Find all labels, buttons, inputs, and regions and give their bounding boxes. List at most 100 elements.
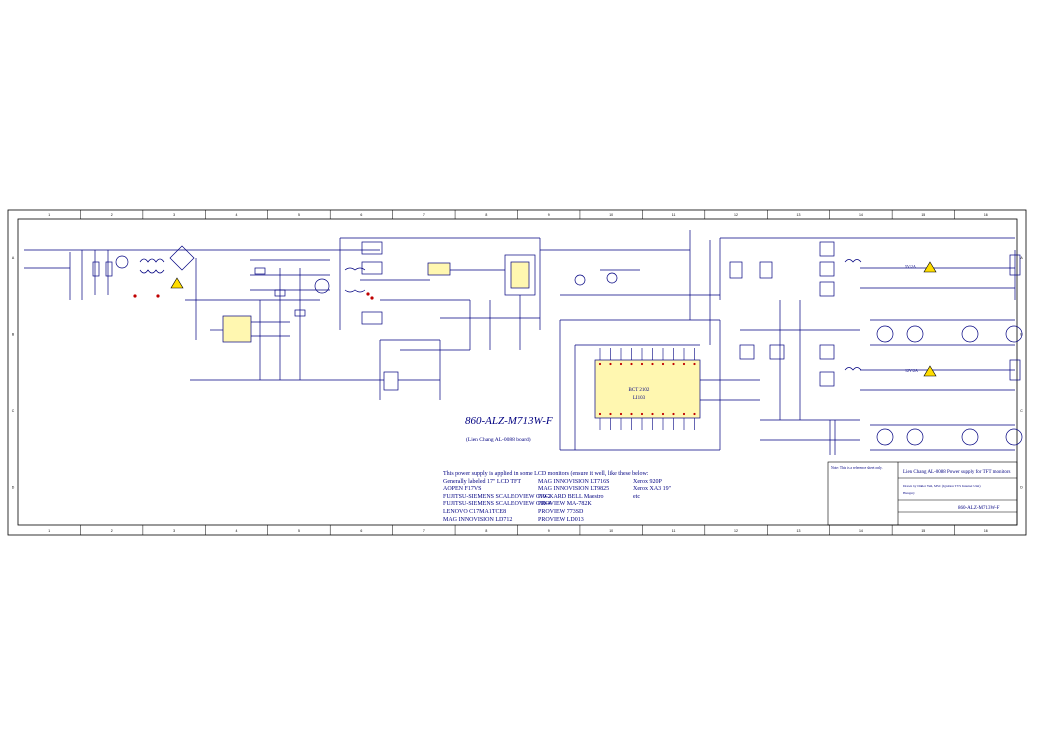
border-column-label: 9 [548,529,550,533]
output-label-2: 12V/2A [905,368,918,373]
border-column-label: 12 [734,529,738,533]
border-column-label: 13 [797,529,801,533]
notes-item: PROVIEW LD013 [538,516,584,523]
ic-label: BCT 2102 [629,388,650,393]
title-block-title: Lien Chang AL-0088 Power supply for TFT … [903,470,1011,475]
notes-heading: This power supply is applied in some LCD… [443,471,649,477]
border-column-label: 6 [360,529,362,533]
warning-icon [923,261,937,273]
border-column-label: 10 [609,529,613,533]
border-row-label: D [1020,485,1023,489]
title-block-author: Drawn by Dikler Yuli, MSC (Ignition TVS … [903,484,981,489]
ic-pin-marker [609,362,612,366]
border-column-label: 15 [921,529,925,533]
ground-symbols [133,292,374,300]
border-column-label: 4 [236,529,238,533]
border-column-label: 11 [672,529,676,533]
border-column-label: 8 [485,529,487,533]
border-column-label: 2 [111,213,113,217]
warning-icons [170,261,937,377]
notes-item: etc [633,493,640,500]
border-column-label: 11 [672,213,676,217]
border-row-label: C [1020,409,1023,413]
border-column-label: 14 [859,213,863,217]
title-block-country: Hungary [903,491,915,495]
ic-pin-marker [651,362,654,366]
ic-pin-marker [682,362,686,366]
board-name: (Lien Chang AL-0088 board) [466,436,531,443]
border-column-label: 3 [173,213,175,217]
warning-icon [170,277,184,289]
ic-sublabel: LI103 [633,396,646,401]
border-column-label: 13 [797,213,801,217]
notes-item: Xerox XA3 19" [633,486,672,493]
border-column-label: 9 [548,213,550,217]
ic-pins [598,348,696,430]
border-column-label: 7 [423,213,425,217]
ic-pin-marker [619,412,623,416]
output-section [719,237,1023,455]
notes-column-3: Xerox 920P Xerox XA3 19" etc [633,479,671,502]
border-column-label: 15 [921,213,925,217]
notes-item: Xerox 920P [633,478,662,485]
output-label-1: 5V/2A [905,264,916,269]
border-column-label: 5 [298,529,300,533]
notes-item: PROVIEW MA-782K [538,501,592,508]
title-block-doc-number: 860-ALZ-M713W-F [958,506,1000,511]
notes-item: AOPEN F17VS [443,486,482,493]
ic-pin-marker [630,412,633,416]
border-row-label: B [12,332,15,336]
notes-column-1: Generally labeled 17" LCD TFT AOPEN F17V… [443,479,551,525]
notes-item: MAG INNOVISION LD712 [443,516,513,523]
ic-pin-marker [661,362,665,366]
part-number: 860-ALZ-M713W-F [465,415,553,427]
ic-pin-marker [640,412,644,416]
border-labels: 1122334455667788991010111112121313141415… [12,210,1023,535]
border-column-label: 10 [609,213,613,217]
border-row-label: A [1020,256,1023,260]
compatible-models-notes: This power supply is applied in some LCD… [443,471,828,523]
border-column-label: 16 [984,529,988,533]
notes-column-2: MAG INNOVISION LT716S MAG INNOVISION LT9… [538,479,609,525]
ic-pin-marker [630,362,633,366]
ic-pin-marker [619,362,623,366]
border-column-label: 1 [48,213,50,217]
border-column-label: 6 [360,213,362,217]
border-column-label: 1 [48,529,50,533]
ic-pin-marker [661,412,665,416]
notes-item: LENOVO C17MA1TCE8 [443,508,507,515]
notes-item: PROVIEW 773SD [538,508,584,515]
ic-pin-marker [598,362,602,366]
disclaimer: Note: This is a reference sheet only. [831,466,883,470]
border-row-label: C [12,409,15,413]
ic-pin-marker [682,412,686,416]
border-column-label: 7 [423,529,425,533]
border-column-label: 4 [236,213,238,217]
ic-pin-marker [598,412,602,416]
border-column-label: 5 [298,213,300,217]
border-column-label: 14 [859,529,863,533]
ic-pin-marker [651,412,654,416]
ic-pin-marker [609,412,612,416]
title-block [827,461,1018,526]
notes-item: MAG INNOVISION LT9825 [538,486,610,493]
ic-pin-marker [672,412,675,416]
notes-item: FUJITSU-SIEMENS SCALEOVIEW C19-4 [443,501,551,508]
ic-pin-marker [693,362,696,366]
notes-item: Generally labeled 17" LCD TFT [443,478,521,485]
switcher-section [314,237,620,400]
border-column-label: 16 [984,213,988,217]
notes-item: FUJITSU-SIEMENS SCALEOVIEW C19-2 [443,493,551,500]
controller-section [559,230,760,451]
ic-pin-marker [640,362,644,366]
border-column-label: 3 [173,529,175,533]
border-column-label: 12 [734,213,738,217]
input-filter-section [24,245,380,381]
border-column-label: 8 [485,213,487,217]
border-row-label: D [12,485,15,489]
notes-item: MAG INNOVISION LT716S [538,478,610,485]
ic-pin-marker [693,412,696,416]
notes-item: PACKARD BELL Maestro [538,493,604,500]
ic-pin-marker [672,362,675,366]
